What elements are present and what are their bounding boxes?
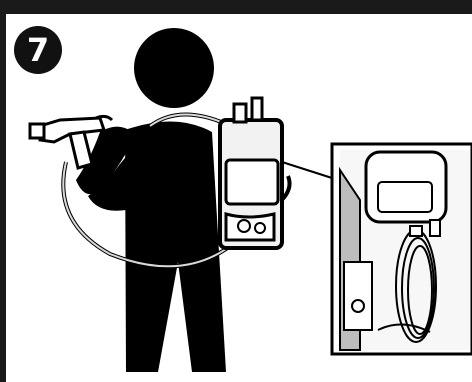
step-number-badge: 7 <box>14 26 62 74</box>
top-border <box>0 0 472 14</box>
step-number: 7 <box>27 31 49 69</box>
left-border <box>0 14 6 382</box>
backpack-sprayer-icon <box>220 98 282 248</box>
hose-coiled-detail-icon <box>332 144 472 354</box>
